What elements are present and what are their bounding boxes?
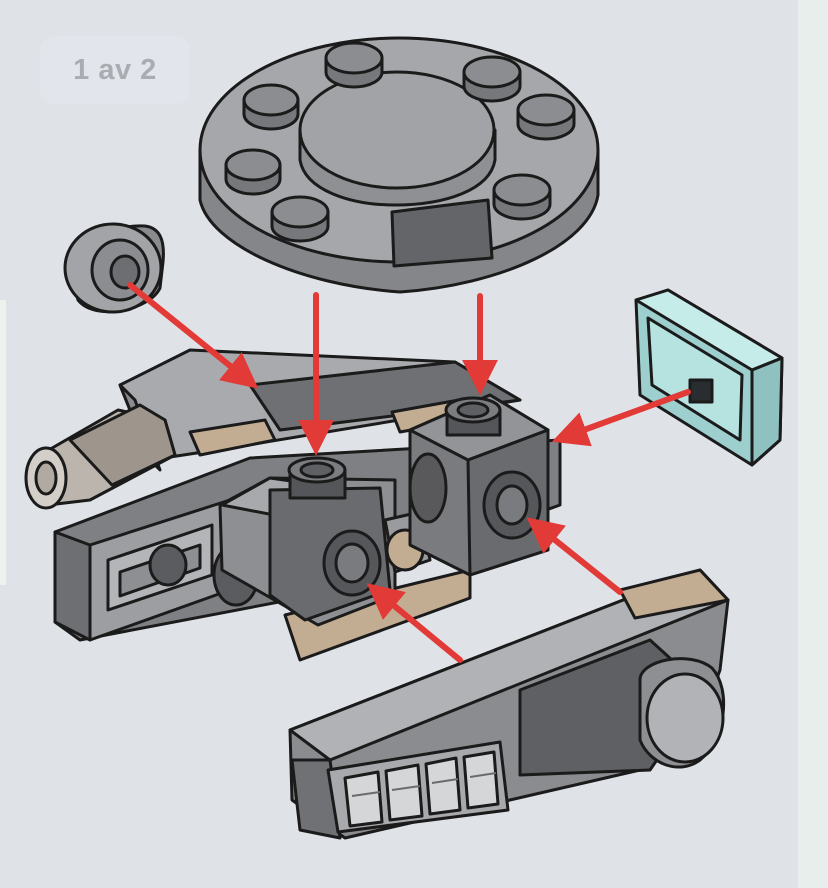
round-plate-part — [198, 36, 600, 294]
right-edge-panel — [798, 0, 828, 888]
red-arrow-icon — [526, 517, 623, 595]
left-edge-panel — [0, 300, 6, 585]
page-indicator-badge[interactable]: 1 av 2 — [40, 36, 190, 104]
page-indicator-text: 1 av 2 — [73, 53, 157, 86]
red-arrow-icon — [551, 389, 691, 447]
trans-blue-plate-part — [634, 288, 784, 467]
wedge-part — [288, 568, 730, 840]
main-body-assembly — [24, 348, 562, 662]
red-arrow-icon — [127, 282, 259, 389]
assembly-arrows — [127, 282, 691, 663]
red-arrow-icon — [366, 583, 463, 663]
instruction-illustration — [24, 36, 784, 840]
